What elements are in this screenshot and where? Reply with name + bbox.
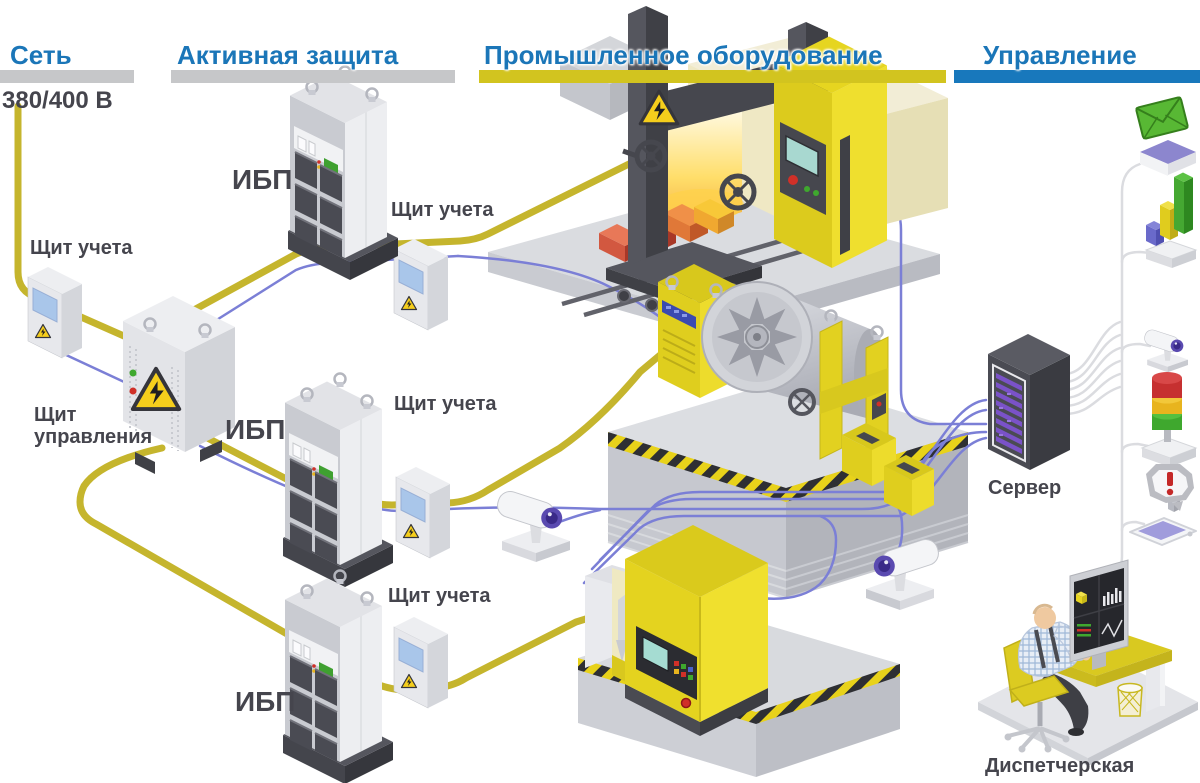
handwheel [719,173,757,211]
control-cables [1062,162,1152,579]
protection-section-bar [171,70,455,83]
network-section-bar [0,70,134,83]
meter-panel-label-4: Щит учета [388,585,491,607]
cnc-machine [585,525,768,736]
ups-label-3: ИБП [235,686,296,717]
rotary-machine [658,264,934,516]
signal-beacon-icon [1140,372,1198,467]
camera-icon [1142,327,1189,373]
ups-cabinet-1 [288,67,398,281]
dispatcher-scene [1003,559,1172,753]
ups-label-2: ИБП [225,414,286,445]
meter-panel-box-4 [394,617,448,708]
operator [1008,603,1091,736]
data-cable-cnc [758,514,838,600]
cnc-control-panel [636,626,697,709]
management-section-bar [954,70,1200,83]
hazard-stripe [608,432,786,502]
header-management: Управление [983,40,1137,70]
hazard-stripe [756,664,900,724]
press-control-unit [774,36,887,268]
meter-panel-box-2 [394,239,448,330]
server-tower [988,334,1070,470]
meter-panel-box-1 [28,267,82,358]
equipment-section-bar [479,70,946,83]
meter-panel-label-1: Щит учета [30,237,133,259]
sms-alert-icon [1129,464,1197,546]
rotary-pedestals [842,423,934,516]
header-protection: Активная защита [177,40,399,70]
drum-handwheel [788,388,816,416]
voltage-label: 380/400 В [2,87,113,114]
server-label: Сервер [988,477,1062,499]
meter-panel-box-3 [396,467,450,558]
meter-panel-label-3: Щит учета [394,393,497,415]
handwheel [622,139,668,173]
dispatcher-label: Диспетчерская [985,755,1135,777]
data-cable-row1b [456,254,678,332]
press-machine [560,6,948,318]
ups-cabinet-2 [283,374,393,588]
data-cable-press-server [882,192,988,426]
header-equipment: Промышленное оборудование [484,40,883,70]
email-icon [1135,96,1196,176]
meter-panel-label-2: Щит учета [391,199,494,221]
control-panel-cabinet [123,296,235,474]
dispatcher-monitor [1069,559,1129,670]
bar-chart-icon [1144,172,1198,268]
cctv-camera-1 [493,487,571,563]
waste-basket [1117,682,1143,717]
ups-label-1: ИБП [232,164,293,195]
control-panel-label: Щит управления [34,404,153,449]
header-network: Сеть [10,40,72,70]
ups-cabinet-3 [283,571,393,783]
